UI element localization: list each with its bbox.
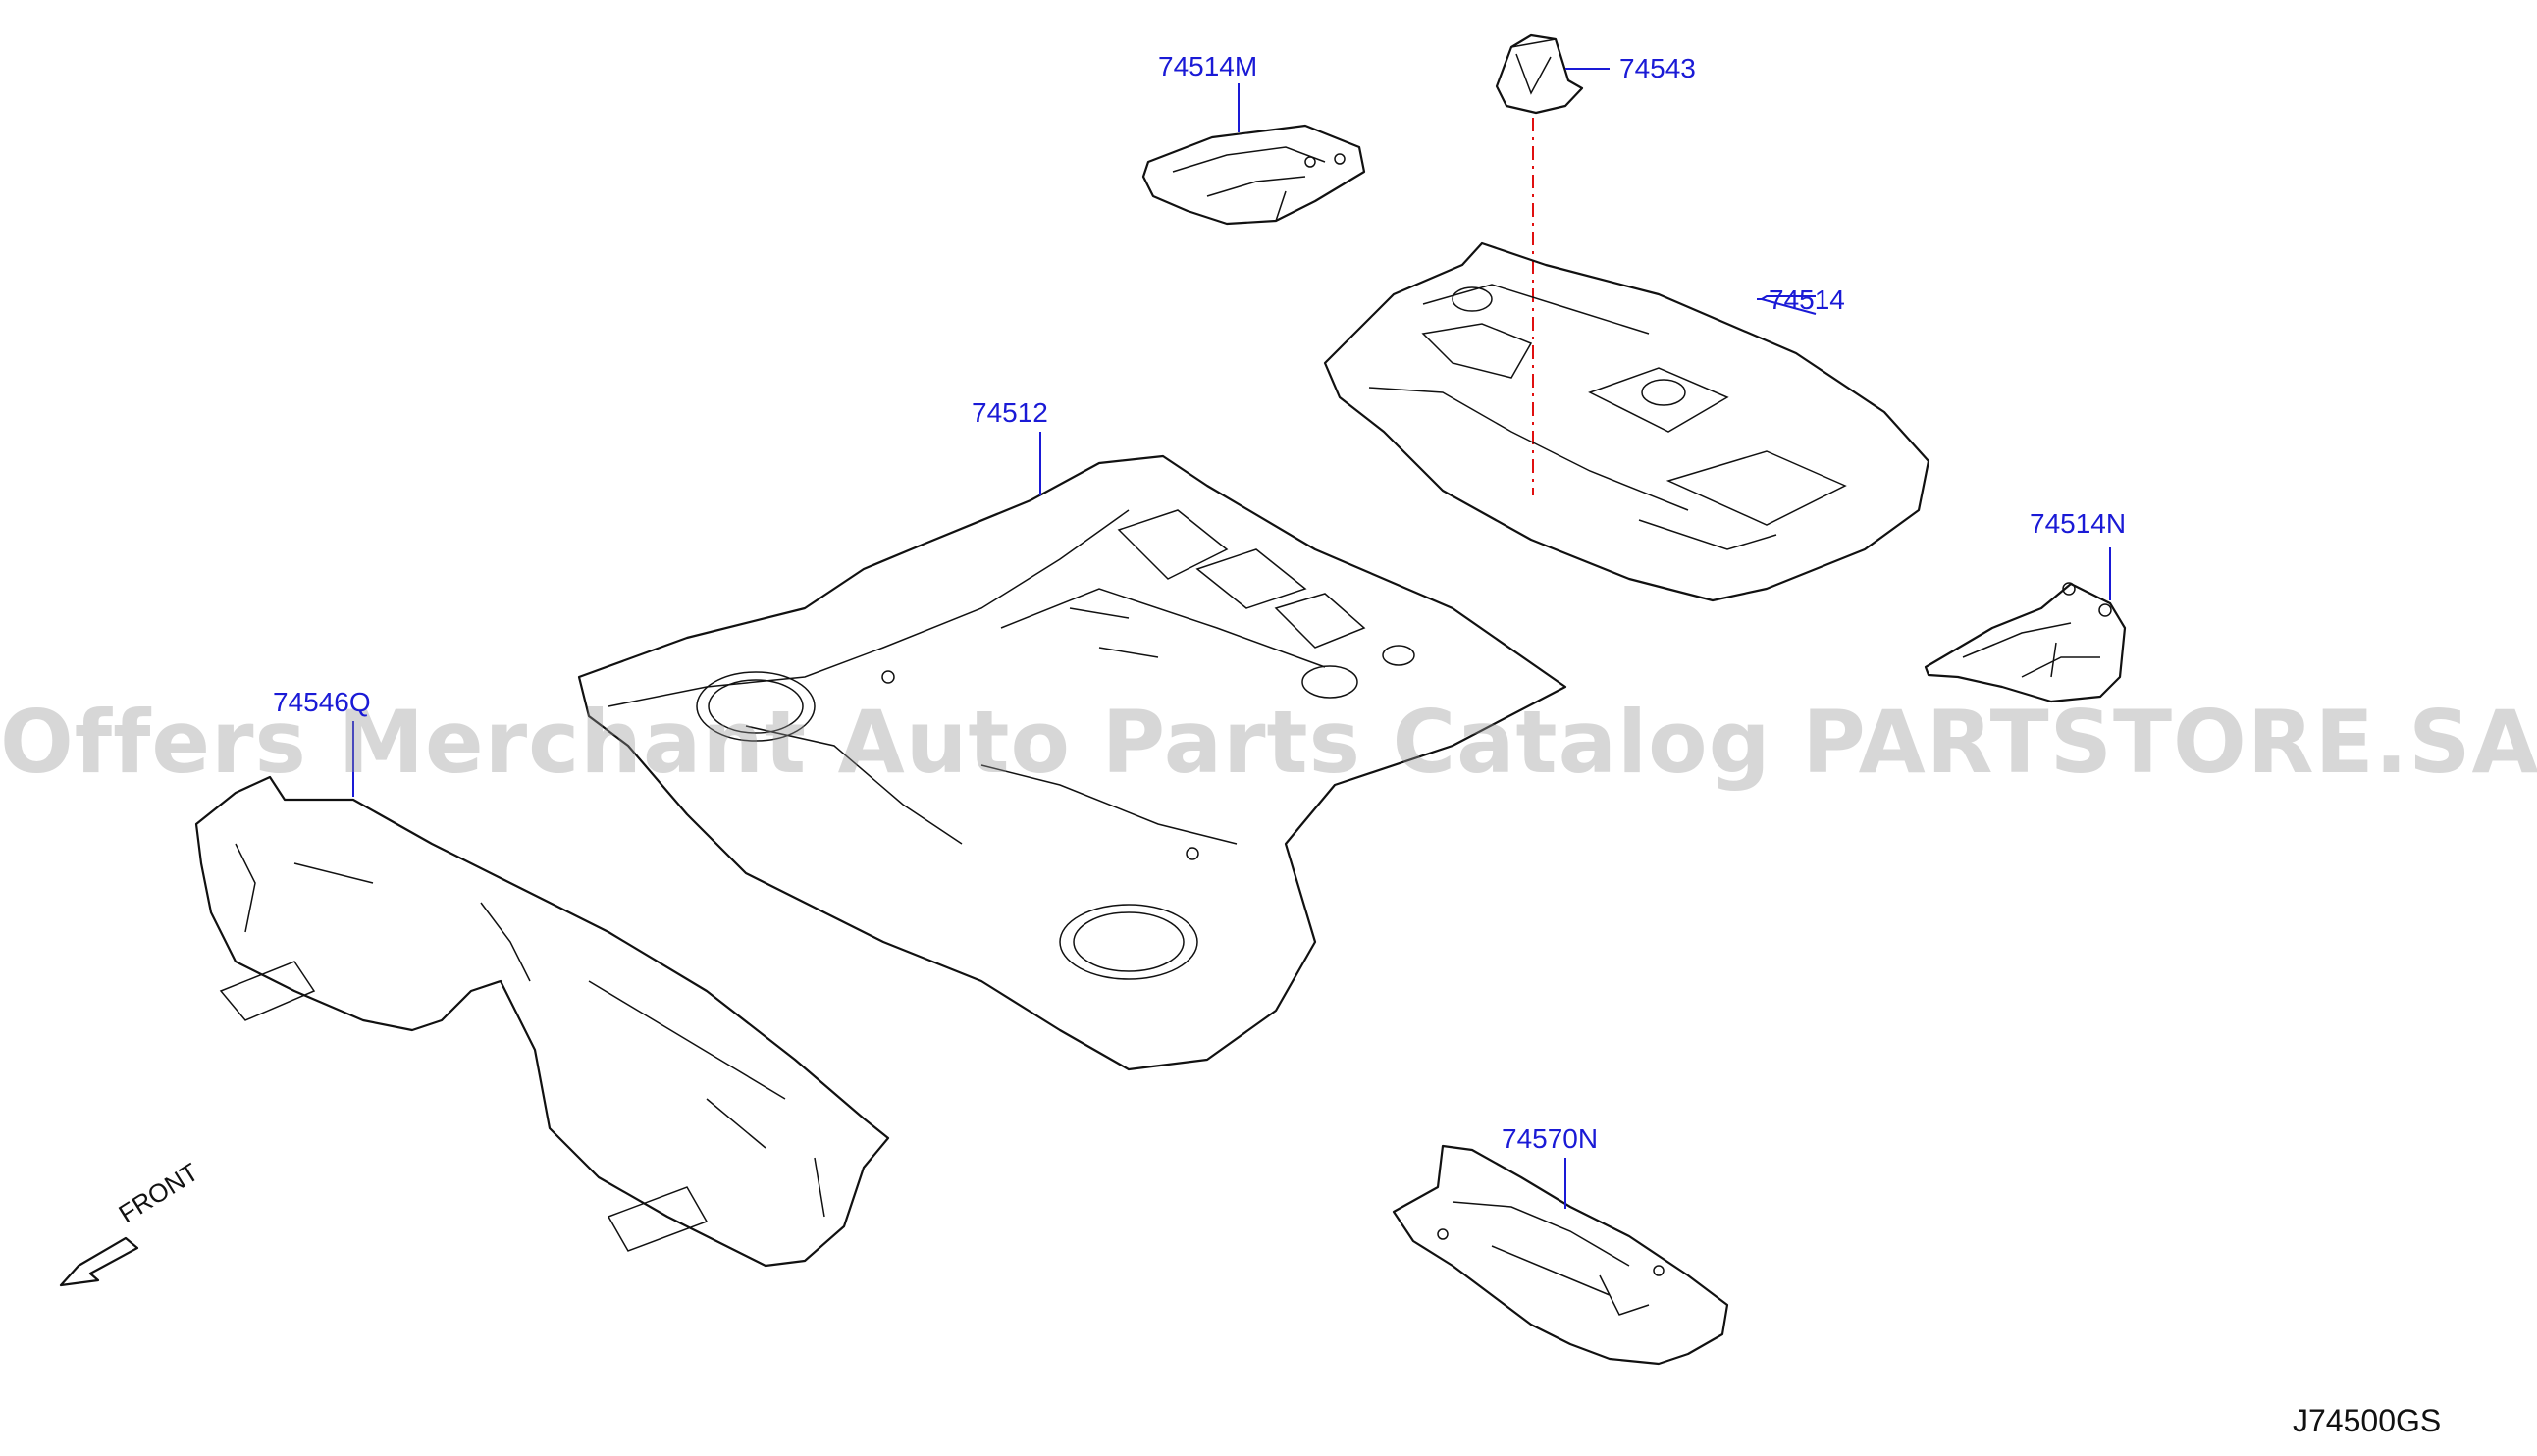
part-74514m-drawing[interactable]	[1141, 124, 1366, 226]
part-74543-drawing[interactable]	[1495, 33, 1584, 115]
part-74546q-drawing[interactable]	[194, 775, 890, 1268]
diagram-code: J74500GS	[2293, 1403, 2442, 1438]
part-74570n-drawing[interactable]	[1392, 1144, 1729, 1366]
part-label-74514m[interactable]: 74514M	[1158, 51, 1258, 81]
part-74514n-drawing[interactable]	[1924, 582, 2127, 703]
part-74514-drawing[interactable]	[1323, 241, 1930, 602]
leader-74514	[1757, 298, 1817, 315]
part-label-74543[interactable]: 74543	[1619, 53, 1696, 83]
part-label-74512[interactable]: 74512	[972, 397, 1048, 428]
part-label-74546q[interactable]: 74546Q	[273, 687, 371, 717]
part-label-74514n[interactable]: 74514N	[2030, 508, 2127, 539]
front-arrow-icon	[59, 1236, 139, 1287]
part-label-74514[interactable]: 74514	[1769, 285, 1845, 315]
part-label-74570n[interactable]: 74570N	[1502, 1123, 1599, 1154]
part-74512-drawing[interactable]	[577, 454, 1567, 1071]
